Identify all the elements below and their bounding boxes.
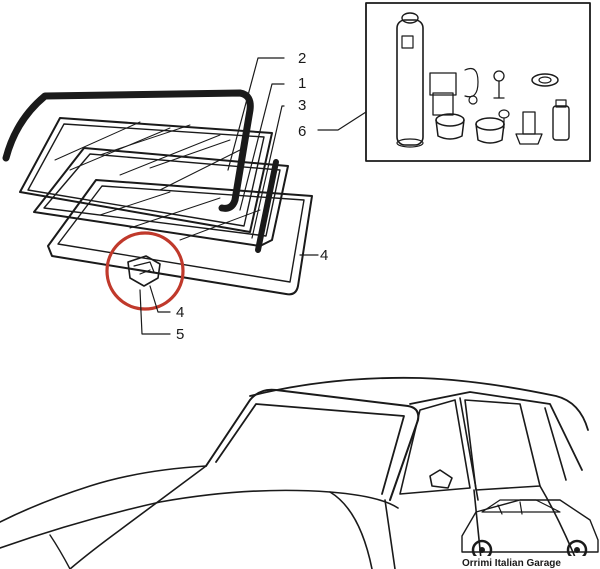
callout-6: 6 (298, 123, 306, 140)
trim-strip (255, 159, 279, 253)
car-outline (0, 376, 589, 569)
callout-4-seal: 4 (320, 247, 328, 264)
callout-1: 1 (298, 75, 306, 92)
sealant-cartridge (396, 12, 424, 148)
adhesive-kit-box (365, 2, 591, 162)
garage-logo: Orrimi Italian Garage (460, 499, 600, 569)
retaining-clip (127, 255, 161, 287)
callout-5: 5 (176, 326, 184, 343)
highlight-circle (105, 231, 185, 311)
inner-seal-frame (33, 147, 289, 247)
leader-lines (139, 57, 367, 335)
callout-3: 3 (298, 97, 306, 114)
callout-2: 2 (298, 50, 306, 67)
watermark-text: Orrimi Italian Garage (462, 558, 561, 569)
kit-parts (429, 67, 570, 145)
lower-glass-seal (47, 179, 313, 296)
callout-4-clip: 4 (176, 304, 184, 321)
